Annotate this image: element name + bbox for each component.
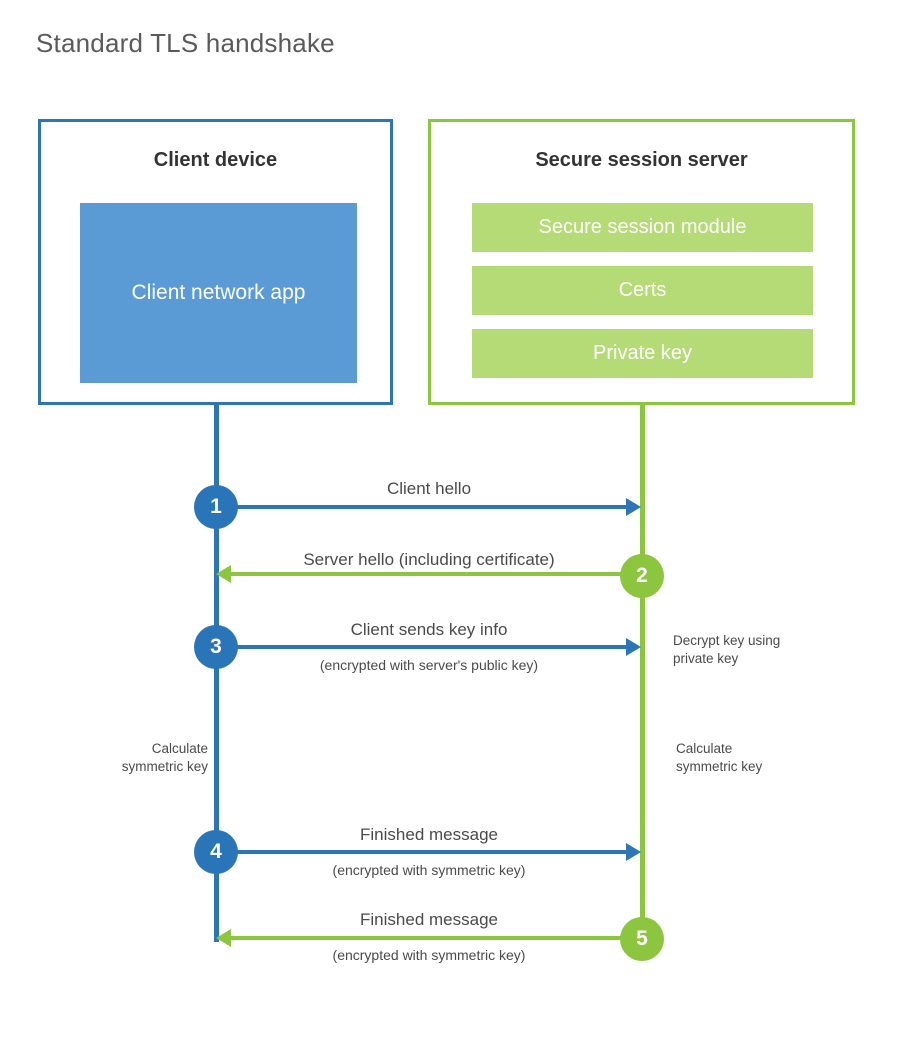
- note-calculate-symmetric-key-client: Calculate symmetric key: [121, 741, 208, 775]
- step-3-arrow-line: [216, 645, 626, 649]
- step-3-label: Client sends key info: [350, 620, 508, 639]
- step-5-arrow-head-icon: [216, 929, 231, 947]
- step-2-arrow-head-icon: [216, 565, 231, 583]
- server-component-certs: Certs: [472, 266, 813, 315]
- step-4-badge: 4: [194, 830, 238, 874]
- server-lifeline: [640, 405, 645, 942]
- client-network-app-block: Client network app: [80, 203, 357, 383]
- step-3-sublabel: (encrypted with server's public key): [319, 657, 539, 673]
- client-lifeline: [214, 405, 219, 942]
- secure-session-server-box: Secure session server Secure session mod…: [428, 119, 855, 405]
- note-decrypt-key: Decrypt key using private key: [673, 633, 781, 667]
- secure-session-server-title: Secure session server: [535, 149, 748, 171]
- step-2-badge: 2: [620, 554, 664, 598]
- step-4-arrow-head-icon: [626, 843, 641, 861]
- note-calculate-symmetric-key-server: Calculate symmetric key: [676, 741, 763, 775]
- step-3-badge: 3: [194, 625, 238, 669]
- step-1-label: Client hello: [386, 479, 472, 498]
- server-component-secure-session-module: Secure session module: [472, 203, 813, 252]
- step-3-arrow-head-icon: [626, 638, 641, 656]
- server-component-private-key: Private key: [472, 329, 813, 378]
- client-device-title: Client device: [153, 149, 278, 171]
- step-1-arrow-head-icon: [626, 498, 641, 516]
- step-1-badge: 1: [194, 485, 238, 529]
- client-device-box: Client device Client network app: [38, 119, 393, 405]
- step-4-label: Finished message: [360, 825, 498, 844]
- step-5-sublabel: (encrypted with symmetric key): [332, 947, 526, 963]
- step-5-badge: 5: [620, 917, 664, 961]
- step-4-arrow-line: [216, 850, 626, 854]
- step-5-label: Finished message: [360, 910, 498, 929]
- step-1-arrow-line: [216, 505, 626, 509]
- page-title: Standard TLS handshake: [36, 28, 335, 58]
- step-4-sublabel: (encrypted with symmetric key): [332, 862, 526, 878]
- step-2-arrow-line: [231, 572, 626, 576]
- step-5-arrow-line: [231, 936, 626, 940]
- step-2-label: Server hello (including certificate): [303, 550, 555, 569]
